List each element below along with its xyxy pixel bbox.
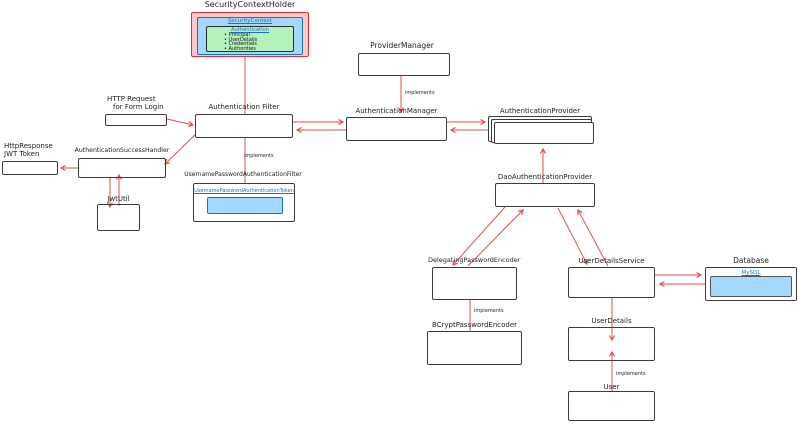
- authentication-filter-label: Authentication Filter: [208, 103, 280, 111]
- http-request-label-line1: HTTP Request: [107, 95, 156, 103]
- implements-label-user: implements: [616, 371, 646, 377]
- http-response-label-line1: HttpResponse: [4, 142, 53, 150]
- user-details-label: UserDetails: [591, 317, 632, 325]
- authentication-manager-box: [346, 117, 447, 141]
- http-response-label-line2: JWT Token: [4, 150, 40, 158]
- authentication-provider-box-front: [494, 122, 594, 144]
- edge-httprequest-to-filter: [166, 118, 195, 128]
- username-password-authentication-token-rect: [207, 197, 283, 214]
- jwt-util-label: JwtUtil: [107, 195, 130, 203]
- authentication-member-userdetails: UserDetails: [224, 37, 258, 43]
- username-password-authentication-token-label: UsernamePasswordAuthenticationToken: [194, 188, 294, 194]
- dao-authentication-provider-box: [495, 183, 595, 207]
- authentication-success-handler-label: AuthenticationSuccessHandler: [74, 147, 170, 154]
- username-password-authentication-filter-box: [193, 183, 295, 222]
- dao-authentication-provider-label: DaoAuthenticationProvider: [497, 173, 593, 181]
- edge-dao-to-userdetailsservice: [557, 207, 588, 266]
- provider-manager-box: [358, 53, 450, 76]
- database-mysql-rect: [710, 276, 792, 297]
- security-context-label: SecurityContext: [227, 18, 273, 24]
- implements-label-upaf: implements: [244, 153, 274, 159]
- delegating-password-encoder-label: DelegatingPasswordEncoder: [428, 256, 521, 264]
- database-box: [705, 267, 797, 301]
- jwt-util-box: [97, 204, 140, 231]
- authentication-label: Authentication: [230, 27, 270, 33]
- security-context-holder-label: SecurityContextHolder: [204, 0, 296, 9]
- authentication-filter-box: [195, 114, 293, 138]
- bcrypt-password-encoder-label: BCryptPasswordEncoder: [431, 321, 518, 329]
- http-request-box: [105, 114, 167, 126]
- authentication-success-handler-box: [78, 158, 166, 178]
- authentication-member-credentials: Credentials: [224, 42, 257, 47]
- authentication-members-list: Principal UserDetails Credentials Author…: [224, 33, 258, 52]
- implements-label-bcrypt: implements: [474, 308, 504, 314]
- delegating-password-encoder-box: [432, 267, 517, 300]
- bcrypt-password-encoder-box: [427, 331, 522, 365]
- user-box: [568, 391, 655, 421]
- provider-manager-label: ProviderManager: [370, 41, 434, 50]
- user-details-box: [568, 327, 655, 361]
- http-request-label-line2: for Form Login: [113, 103, 164, 111]
- username-password-authentication-filter-label: UsernamePasswordAuthenticationFilter: [184, 171, 302, 178]
- http-response-box: [2, 161, 58, 175]
- user-details-service-label: UserDetailsService: [578, 257, 645, 265]
- database-label: Database: [733, 256, 769, 265]
- authentication-member-authorities: Authorities: [224, 46, 257, 52]
- authentication-provider-label: AuthenticationProvider: [499, 107, 581, 115]
- user-label: User: [603, 383, 620, 391]
- edge-filter-to-successhandler: [164, 130, 200, 165]
- database-mysql-label: MySQL: [741, 270, 761, 276]
- implements-label-providermanager: implements: [405, 90, 435, 96]
- user-details-service-box: [568, 267, 655, 298]
- authentication-member-principal: Principal: [224, 33, 257, 38]
- authentication-manager-label: AuthenticationManager: [355, 107, 438, 115]
